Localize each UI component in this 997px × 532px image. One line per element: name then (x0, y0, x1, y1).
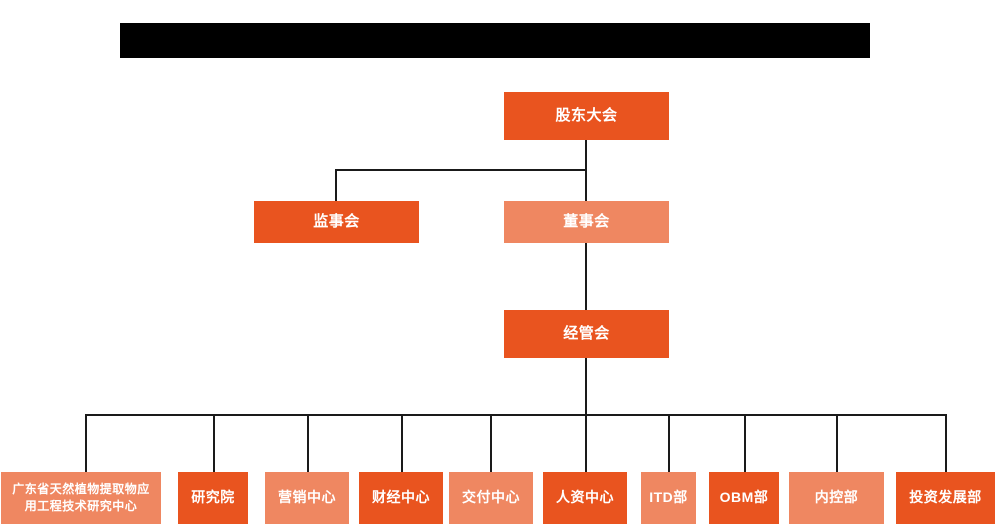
node-label: 营销中心 (278, 489, 336, 506)
connector-departments-bus (85, 414, 946, 416)
node-label: 广东省天然植物提取物应 用工程技术研究中心 (12, 481, 150, 513)
connector-drop-delivery-center (490, 414, 492, 472)
connector-drop-finance-center (401, 414, 403, 472)
connector-shareholders-down (585, 140, 587, 170)
connector-drop-marketing-center (307, 414, 309, 472)
node-label: OBM部 (719, 489, 769, 506)
node-label: ITD部 (649, 489, 688, 506)
node-shareholders-meeting[interactable]: 股东大会 (504, 92, 669, 140)
connector-drop-research-center-gd (85, 414, 87, 472)
connector-drop-obm-dept (744, 414, 746, 472)
node-delivery-center[interactable]: 交付中心 (449, 472, 533, 524)
connector-drop-internal-control (836, 414, 838, 472)
node-label: 研究院 (191, 489, 235, 506)
node-finance-center[interactable]: 财经中心 (359, 472, 443, 524)
node-label: 人资中心 (556, 489, 614, 506)
connector-drop-research-institute (213, 414, 215, 472)
node-investment-dev[interactable]: 投资发展部 (896, 472, 995, 524)
node-marketing-center[interactable]: 营销中心 (265, 472, 349, 524)
node-internal-control[interactable]: 内控部 (789, 472, 884, 524)
connector-directors-to-management (585, 243, 587, 310)
connector-to-directors (585, 169, 587, 201)
redacted-title-banner (120, 23, 870, 58)
node-board-of-directors[interactable]: 董事会 (504, 201, 669, 243)
node-itd-dept[interactable]: ITD部 (641, 472, 696, 524)
node-label: 投资发展部 (909, 489, 982, 506)
node-label: 内控部 (814, 489, 859, 506)
node-hr-center[interactable]: 人资中心 (543, 472, 627, 524)
connector-drop-hr-center (585, 414, 587, 472)
node-label: 财经中心 (372, 489, 430, 506)
node-label: 交付中心 (462, 489, 520, 506)
node-label: 监事会 (313, 212, 360, 230)
node-research-institute[interactable]: 研究院 (178, 472, 248, 524)
connector-to-supervisors (335, 169, 337, 201)
connector-tier2-bus (335, 169, 587, 171)
connector-management-down (585, 358, 587, 415)
node-obm-dept[interactable]: OBM部 (709, 472, 779, 524)
node-label: 股东大会 (555, 106, 618, 124)
connector-drop-itd-dept (668, 414, 670, 472)
node-label: 经管会 (563, 324, 610, 342)
node-board-of-supervisors[interactable]: 监事会 (254, 201, 419, 243)
connector-drop-investment-dev (945, 414, 947, 472)
node-label: 董事会 (563, 212, 610, 230)
node-research-center-gd[interactable]: 广东省天然植物提取物应 用工程技术研究中心 (1, 472, 161, 524)
node-management-committee[interactable]: 经管会 (504, 310, 669, 358)
